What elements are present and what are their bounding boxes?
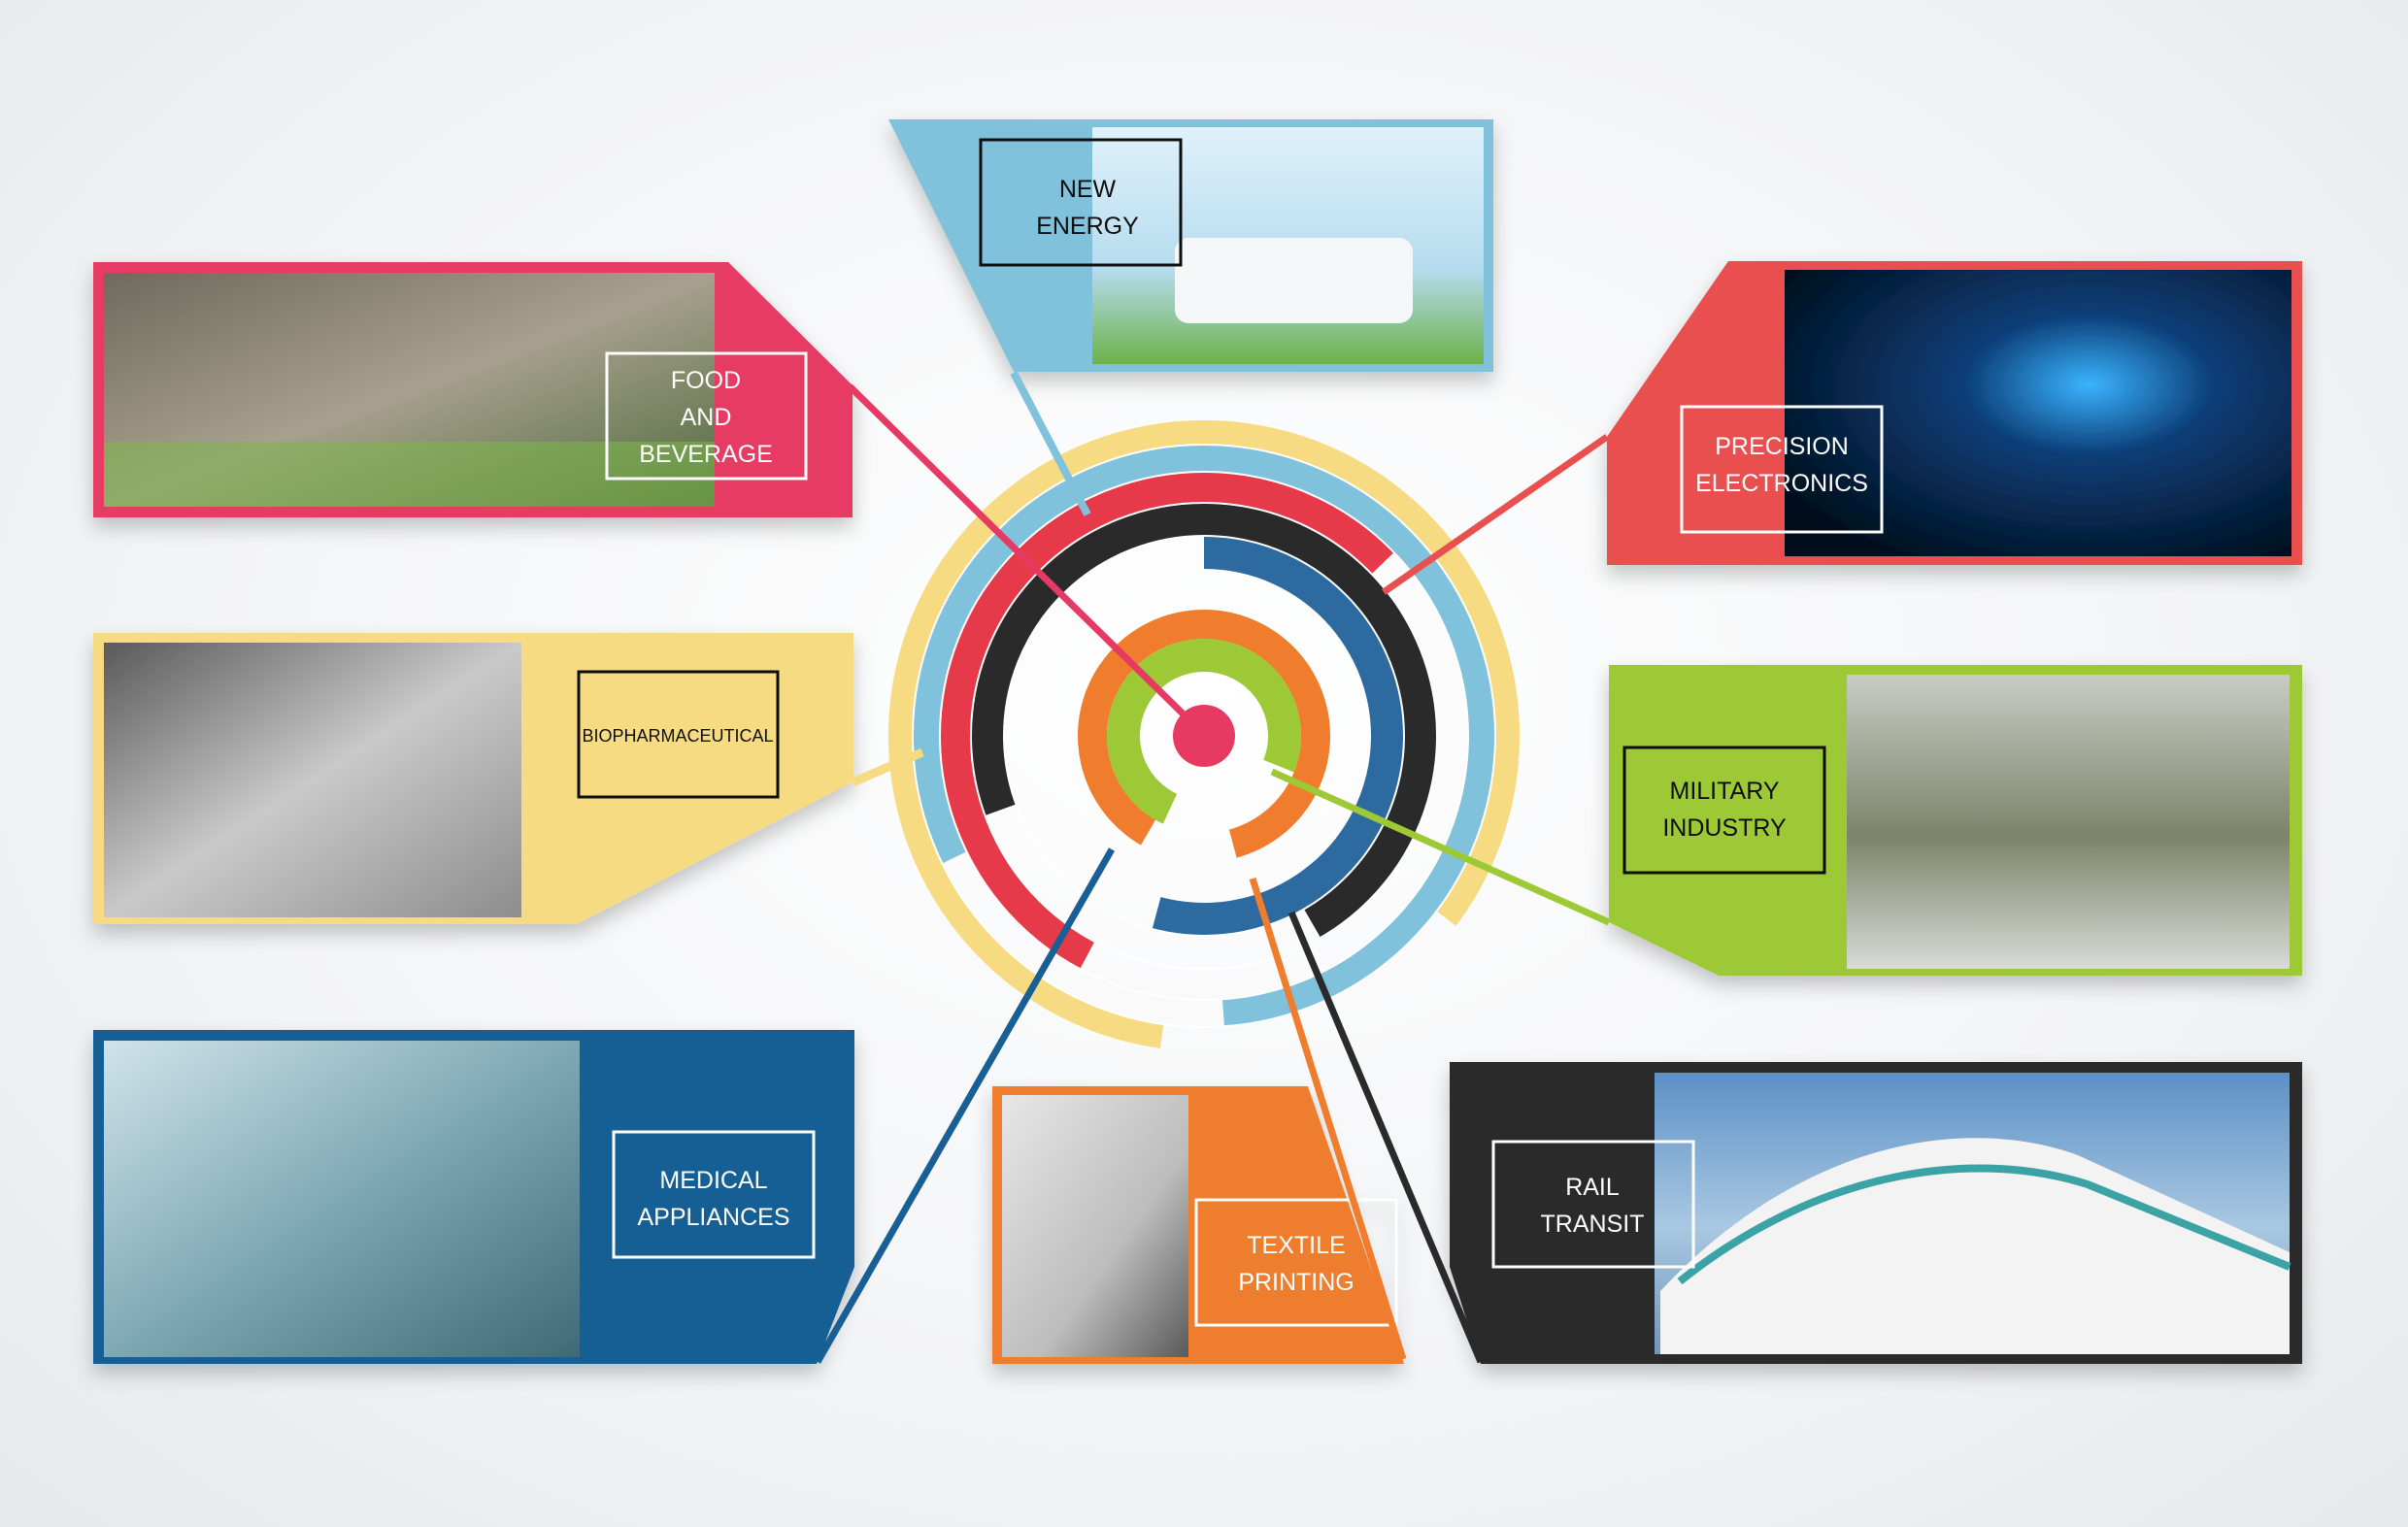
- panel-new-energy: NEW ENERGY: [888, 119, 1493, 372]
- panel-food-and-beverage: FOOD AND BEVERAGE: [93, 262, 853, 517]
- connector-medical: [814, 847, 1116, 1364]
- ring-gap: [970, 502, 1438, 970]
- energy-label-line-2: ENERGY: [1036, 213, 1139, 240]
- rail-label-line-2: TRANSIT: [1541, 1211, 1645, 1238]
- ring-red-a: [940, 472, 1204, 970]
- ring-black-b: [1204, 503, 1438, 938]
- food-label-line-3: BEVERAGE: [639, 441, 773, 468]
- connector-energy: [1010, 371, 1091, 516]
- electronics-label-box: [1680, 405, 1884, 534]
- central-ring-wheel: [887, 420, 1520, 1048]
- electronics-photo: [1785, 270, 2291, 556]
- connector-bio: [851, 747, 924, 787]
- ring-blue: [1152, 536, 1404, 937]
- food-label-box: [605, 351, 808, 481]
- textile-label-line-1: TEXTILE: [1247, 1232, 1345, 1259]
- military-photo: [1847, 675, 2290, 969]
- textile-label-box: [1194, 1198, 1398, 1327]
- connector-lines: [814, 371, 1611, 1364]
- rail-label-line-1: RAIL: [1565, 1174, 1620, 1201]
- panel-precision-electronics: PRECISION ELECTRONICS: [1607, 261, 2302, 565]
- ring-green-b: [1204, 638, 1301, 773]
- electronics-label-line-1: PRECISION: [1715, 433, 1849, 460]
- ring-gap: [1003, 535, 1405, 937]
- panel-textile-printing: TEXTILE PRINTING: [992, 1086, 1404, 1364]
- ring-green-a: [1106, 639, 1204, 824]
- military-label-line-2: INDUSTRY: [1662, 814, 1787, 842]
- energy-label-box: [979, 138, 1183, 267]
- connector-precision: [1382, 434, 1609, 595]
- ring-gap: [939, 471, 1469, 1001]
- ring-orange-b: [1204, 610, 1331, 858]
- military-label-box: [1622, 746, 1826, 875]
- rail-label-box: [1491, 1140, 1695, 1269]
- panel-biopharmaceutical: BIOPHARMACEUTICAL: [93, 633, 853, 924]
- panel-medical-appliances: MEDICAL APPLIANCES: [93, 1030, 854, 1364]
- ring-black-a: [971, 503, 1204, 816]
- textile-label-line-2: PRINTING: [1238, 1269, 1354, 1296]
- bio-label-line-1: BIOPHARMACEUTICAL: [582, 726, 773, 746]
- ring-orange-a: [1078, 610, 1204, 846]
- food-label-line-1: FOOD: [671, 367, 741, 394]
- electronics-label-line-2: ELECTRONICS: [1695, 470, 1868, 497]
- connector-rail: [1288, 911, 1485, 1364]
- medical-label-line-1: MEDICAL: [659, 1167, 767, 1194]
- energy-label-line-1: NEW: [1059, 176, 1117, 203]
- military-label-line-1: MILITARY: [1670, 778, 1780, 805]
- bio-label-box: [577, 670, 780, 799]
- medical-label-box: [612, 1130, 816, 1259]
- medical-label-line-2: APPLIANCES: [637, 1204, 789, 1231]
- bio-photo: [104, 643, 521, 917]
- food-label-line-2: AND: [681, 404, 732, 431]
- ring-light-blue-a: [913, 445, 1204, 864]
- ring-gap: [912, 444, 1496, 1028]
- connector-food: [847, 383, 1186, 716]
- textile-photo: [1002, 1095, 1188, 1357]
- connector-military: [1270, 768, 1611, 926]
- panel-rail-transit: RAIL TRANSIT: [1450, 1062, 2302, 1364]
- ring-yellow-b: [1204, 420, 1520, 926]
- medical-photo: [104, 1041, 580, 1357]
- connector-textile: [1249, 877, 1407, 1361]
- center-dot: [1173, 705, 1235, 767]
- panel-military-industry: MILITARY INDUSTRY: [1609, 665, 2302, 976]
